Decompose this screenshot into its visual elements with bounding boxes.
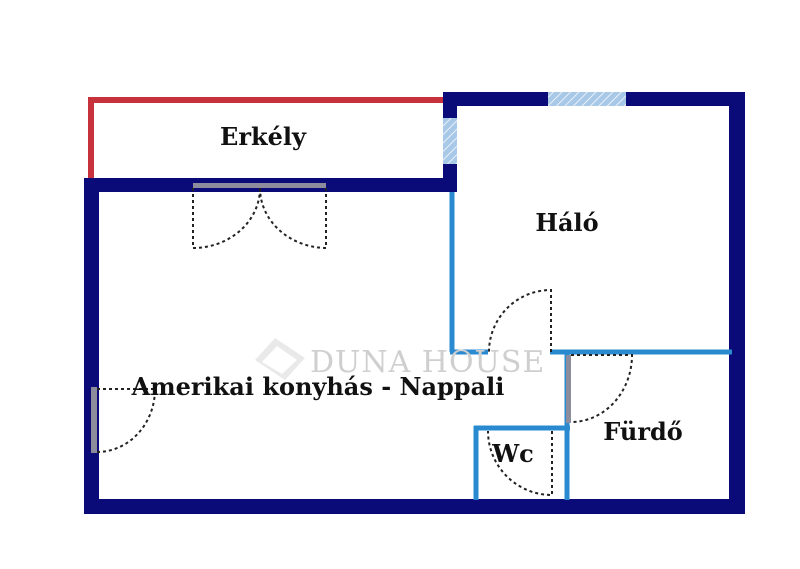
door-frame-bath (566, 355, 571, 423)
entrance-door-swing (96, 388, 157, 453)
window-bedroom-top (548, 92, 626, 106)
bedroom-door-swing (488, 288, 552, 353)
door-frame-balcony (193, 183, 326, 188)
wall-left (84, 178, 99, 514)
balcony-railing (88, 97, 448, 178)
door-swings (96, 187, 634, 497)
balcony-door-right-swing (259, 187, 327, 250)
door-frames (91, 183, 571, 453)
watermark-text: DUNA HOUSE (310, 345, 545, 380)
wall-right (729, 92, 745, 514)
balcony-door-left-swing (192, 187, 261, 250)
room-label-balcony: Erkély (220, 122, 307, 151)
wc-door-swing (487, 430, 553, 497)
wall-bottom (84, 499, 745, 514)
room-label-living: Amerikai konyhás - Nappali (131, 372, 505, 401)
room-label-bathroom: Fürdő (603, 417, 683, 446)
room-label-toilet: Wc (491, 439, 534, 468)
bathroom-door-swing (570, 354, 634, 423)
outer-walls (84, 92, 745, 514)
window-balcony-door (443, 118, 457, 164)
door-frame-entrance (91, 387, 97, 453)
room-label-bedroom: Háló (535, 208, 598, 237)
duna-house-logo-icon (255, 338, 305, 380)
